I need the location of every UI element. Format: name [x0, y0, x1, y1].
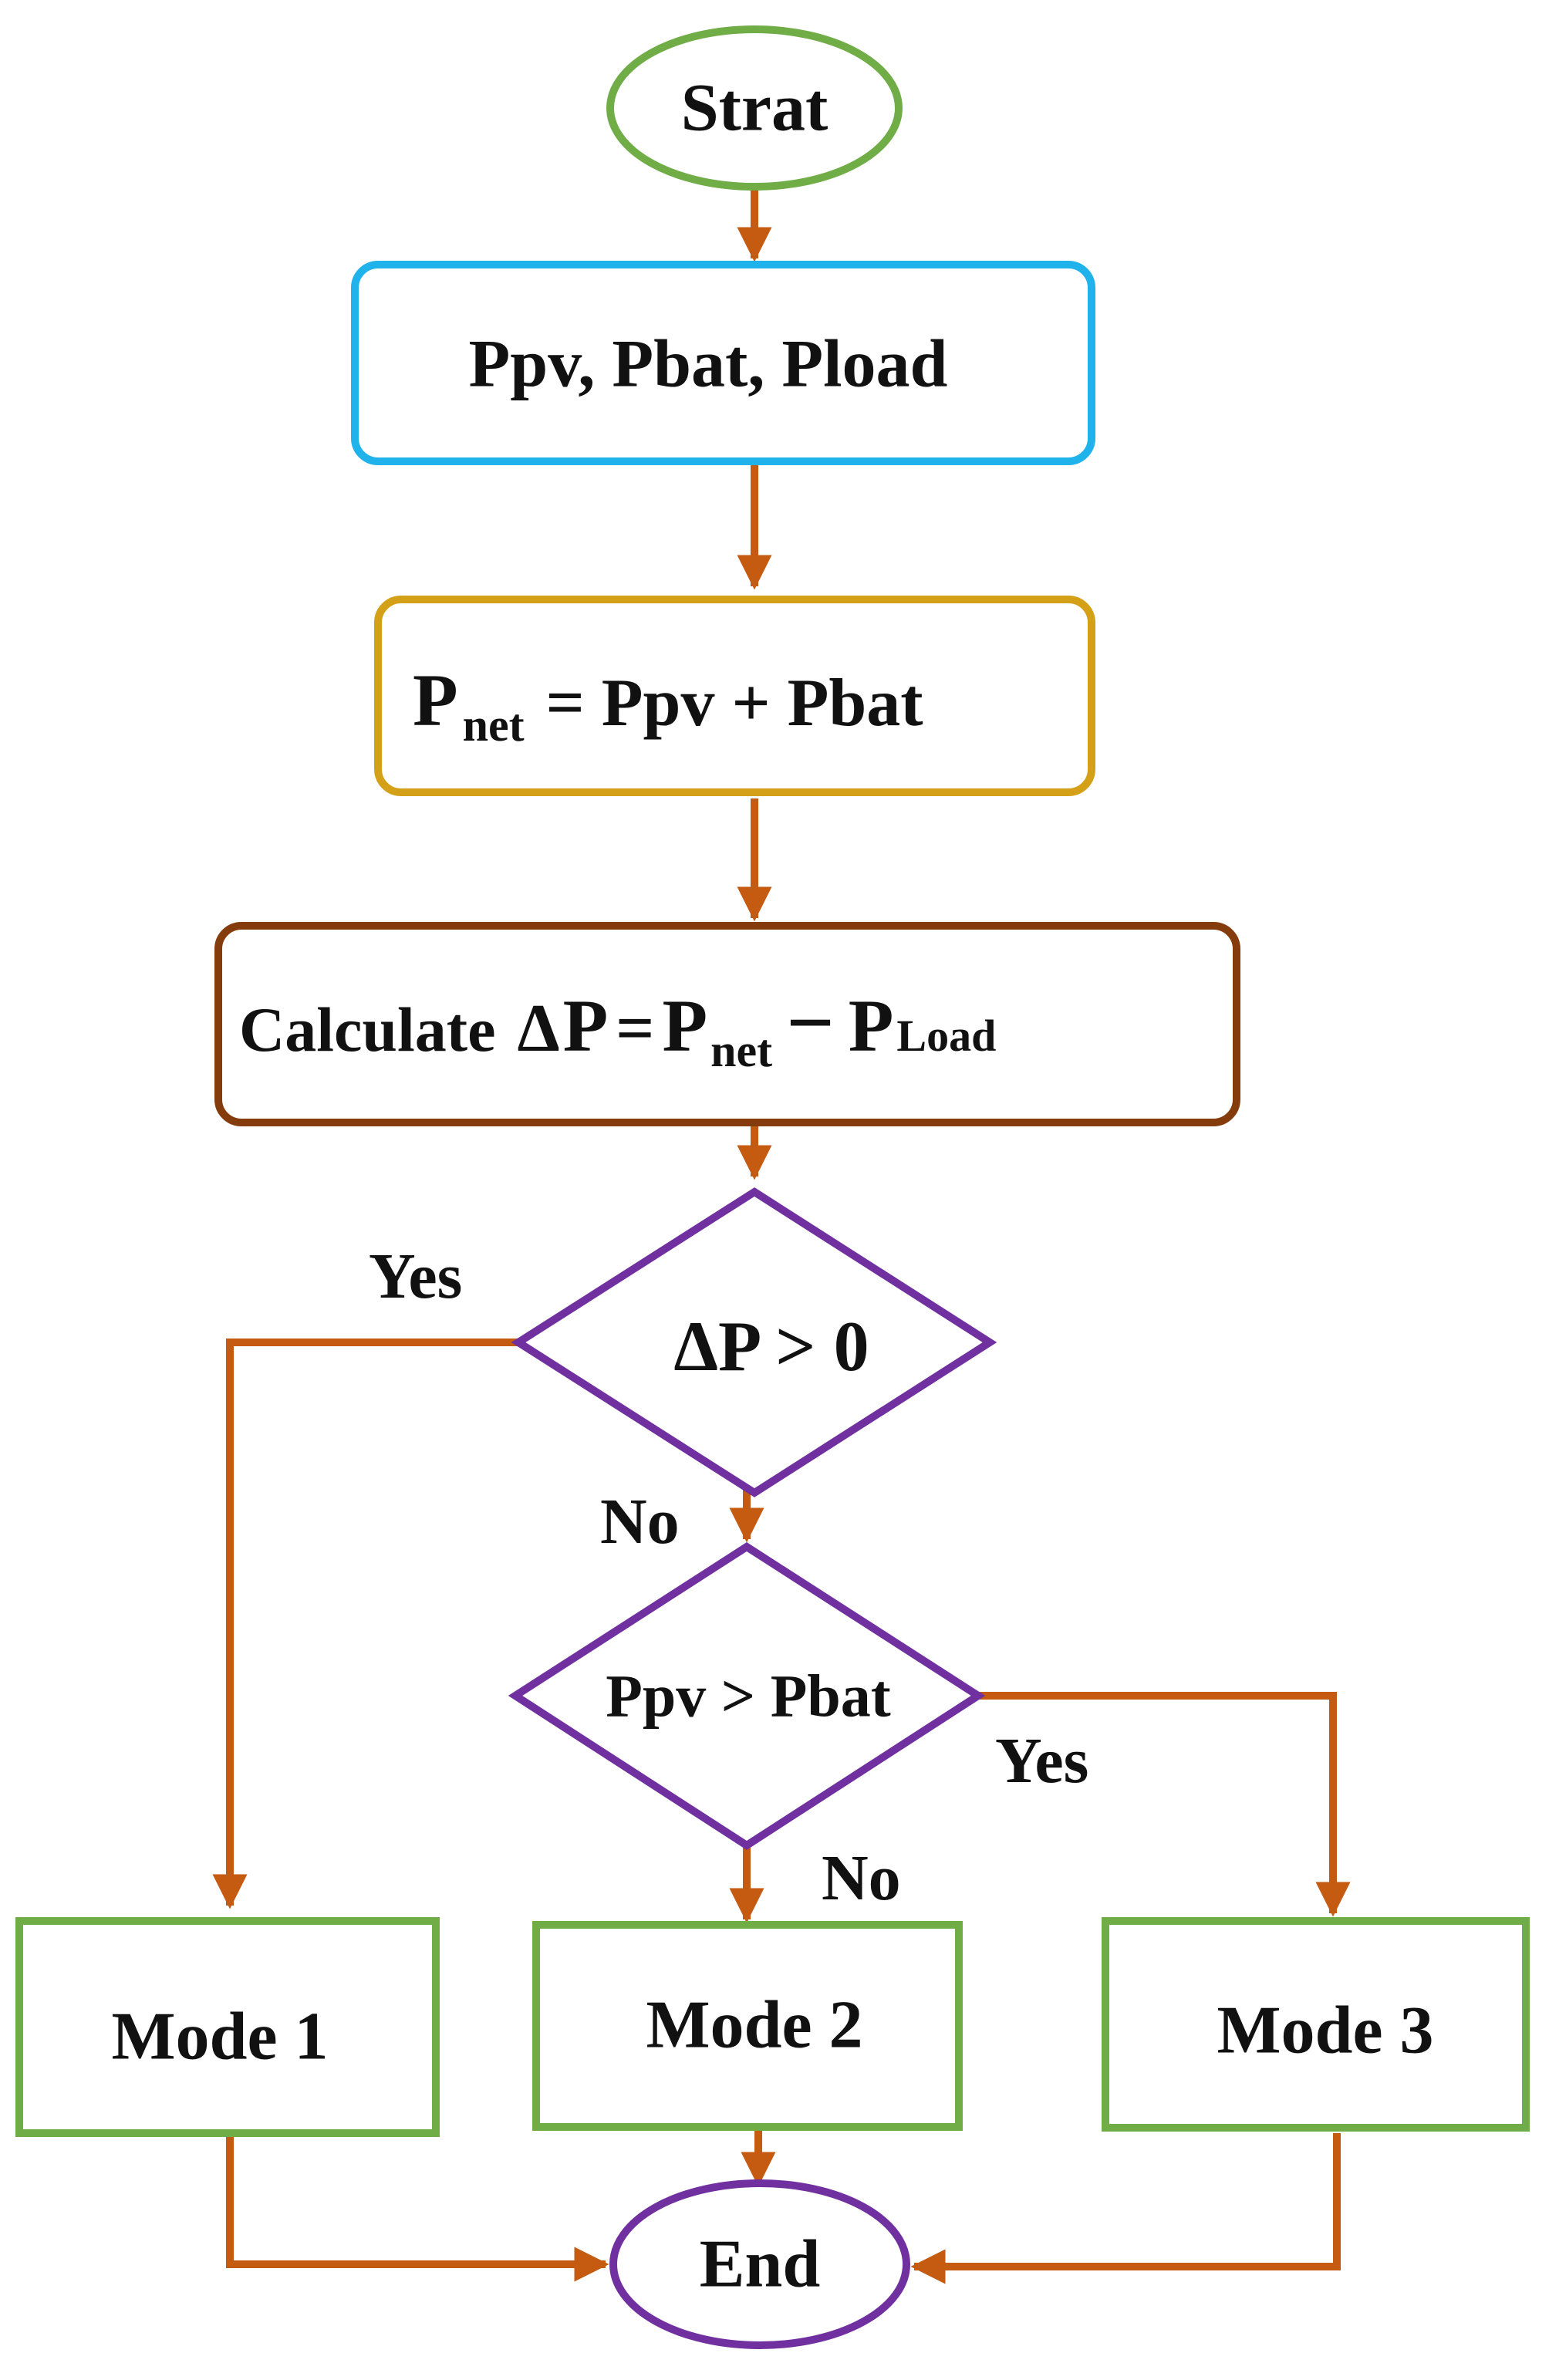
decision2-node: Ppv > Pbat [508, 1542, 986, 1850]
calc-delta: Δ [517, 991, 559, 1066]
decision1-node: ΔP > 0 [511, 1187, 997, 1497]
start-node: Strat [606, 25, 903, 191]
end-node: End [609, 2179, 910, 2349]
end-label: End [700, 2227, 821, 2302]
decision2-yes-label: Yes [995, 1725, 1088, 1797]
mode2-node: Mode 2 [532, 1921, 963, 2131]
mode2-label: Mode 2 [646, 1988, 862, 2063]
mode3-node: Mode 3 [1102, 1917, 1530, 2132]
start-label: Strat [681, 71, 828, 146]
calc-p1: P [563, 984, 609, 1067]
connectors [212, 189, 1351, 2284]
calc-eq: = [616, 991, 654, 1066]
pnet-p: P [413, 659, 458, 741]
decision1-label: ΔP > 0 [673, 1307, 869, 1386]
mode1-node: Mode 1 [15, 1917, 440, 2137]
calc-minus: − [786, 975, 835, 1069]
inputs-node: Ppv, Pbat, Pload [351, 261, 1095, 465]
calc-load: Load [896, 1011, 996, 1061]
calc-net: net [710, 1025, 772, 1076]
arrow-mode3-to-end [910, 2133, 1341, 2284]
decision2-no-label: No [822, 1842, 901, 1914]
pnet-sub: net [463, 700, 525, 751]
pnet-rhs: = Ppv + Pbat [546, 666, 923, 741]
mode3-label: Mode 3 [1217, 1993, 1433, 2068]
calc-p2: P [662, 984, 707, 1067]
calc-p3: P [849, 984, 894, 1067]
arrow-decision1-yes-to-mode1 [212, 1339, 518, 1909]
arrow-mode1-to-end [226, 2133, 609, 2282]
calc-prefix: Calculate [239, 994, 495, 1065]
arrow-decision2-yes-to-mode3 [978, 1692, 1351, 1917]
inputs-label: Ppv, Pbat, Pload [469, 327, 948, 402]
decision1-no-label: No [600, 1486, 680, 1558]
mode1-label: Mode 1 [111, 2000, 328, 2074]
decision1-yes-label: Yes [369, 1241, 462, 1312]
decision2-label: Ppv > Pbat [606, 1663, 890, 1730]
